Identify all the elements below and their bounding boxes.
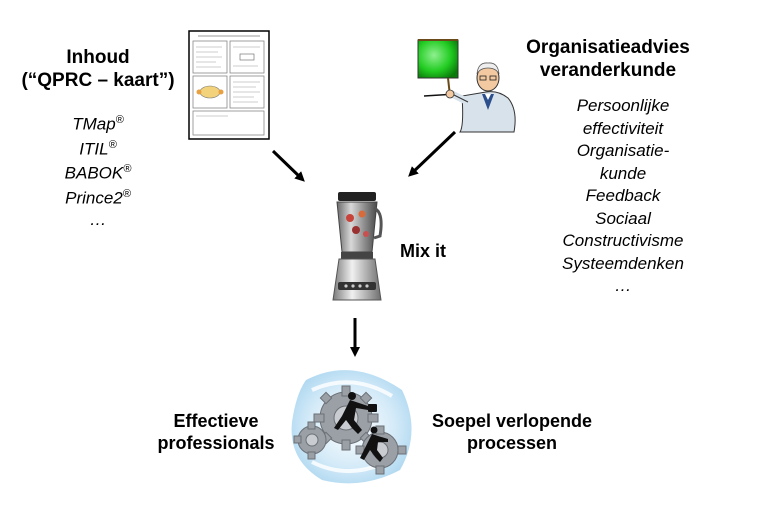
qprc-card-document-icon <box>188 30 270 140</box>
smooth-processes-label: Soepel verlopende processen <box>431 411 593 453</box>
presenter-at-board-icon <box>417 39 516 133</box>
content-title-line1: Inhoud <box>66 47 130 68</box>
advice-list-item: Feedback <box>585 186 661 205</box>
advice-title-line2: veranderkunde <box>539 60 677 81</box>
content-list-item: … <box>89 209 107 229</box>
advice-title: Organisatieadvies veranderkunde <box>508 36 708 82</box>
advice-list-item: … <box>614 276 632 295</box>
content-list-item: BABOK® <box>64 163 132 183</box>
effective-professionals-label: Effectieve professionals <box>157 411 275 453</box>
advice-list-item: Organisatie- <box>576 141 670 160</box>
content-title-line2: (“QPRC – kaart”) <box>21 70 175 91</box>
advice-list-item: effectiviteit <box>582 118 664 138</box>
content-list-item: Prince2® <box>65 187 131 208</box>
blender-icon <box>332 192 383 301</box>
advice-list-item: kunde <box>599 163 647 183</box>
advice-list: Persoonlijke effectiviteit Organisatie- … <box>548 95 698 298</box>
advice-list-item: Constructivisme <box>562 231 684 250</box>
content-title: Inhoud (“QPRC – kaart”) <box>8 46 188 92</box>
content-list: TMap® ITIL® BABOK® Prince2® … <box>28 110 168 230</box>
mix-label: Mix it <box>400 241 447 261</box>
arrow-advice-to-blender <box>408 130 457 177</box>
advice-title-line1: Organisatieadvies <box>526 37 690 58</box>
advice-list-item: Persoonlijke <box>576 96 670 115</box>
advice-list-item: Sociaal <box>595 208 651 228</box>
content-list-item: TMap® <box>72 114 124 134</box>
gears-with-runners-icon <box>291 370 412 484</box>
advice-list-item: Systeemdenken <box>562 253 684 273</box>
arrow-content-to-blender <box>271 149 305 182</box>
content-list-item: ITIL® <box>79 138 117 159</box>
